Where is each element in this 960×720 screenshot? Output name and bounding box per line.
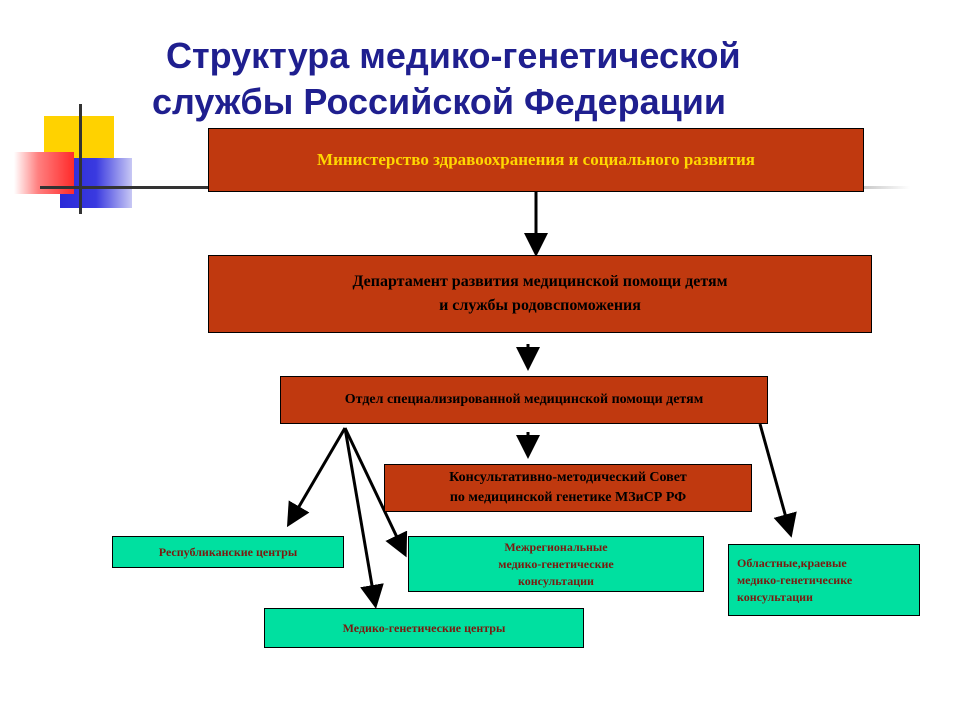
arrow-to-genetic-centers [343,427,384,609]
department-label-line1: Департамент развития медицинской помощи … [352,273,728,290]
interregional-box: Межрегиональные медико-генетические конс… [408,536,704,592]
department-box: Департамент развития медицинской помощи … [208,255,872,333]
republican-centers-box: Республиканские центры [112,536,344,568]
arrow-to-republican [286,427,347,528]
division-label: Отдел специализированной медицинской пом… [344,392,704,407]
council-label-line1: Консультативно-методический Совет [449,470,687,485]
regional-label-line3: консультации [737,589,813,604]
regional-box: Областные,краевые медико-генетичесике ко… [728,544,920,616]
genetic-centers-label: Медико-генетические центры [342,620,506,635]
ministry-box: Министерство здравоохранения и социально… [208,128,864,192]
interregional-label-line2: медико-генетические [498,556,614,571]
arrow-to-regional [758,423,797,538]
council-box: Консультативно-методический Совет по мед… [384,464,752,512]
interregional-label-line1: Межрегиональные [504,539,608,554]
ministry-label: Министерство здравоохранения и социально… [317,150,755,169]
republican-centers-label: Республиканские центры [158,544,298,559]
deco-vertical-line [79,104,82,214]
regional-label-line2: медико-генетичесике [737,572,853,587]
department-label-line2: и службы родовспоможения [439,297,641,314]
arrow-to-interregional [343,427,408,558]
division-box: Отдел специализированной медицинской пом… [280,376,768,424]
interregional-label-line3: консультации [518,573,594,588]
genetic-centers-box: Медико-генетические центры [264,608,584,648]
council-label-line2: по медицинской генетике МЗиСР РФ [449,490,687,505]
regional-label-line1: Областные,краевые [737,555,847,570]
page-title-line1: Структура медико-генетической [166,35,741,76]
page-title-line2: службы Российской Федерации [152,81,727,122]
